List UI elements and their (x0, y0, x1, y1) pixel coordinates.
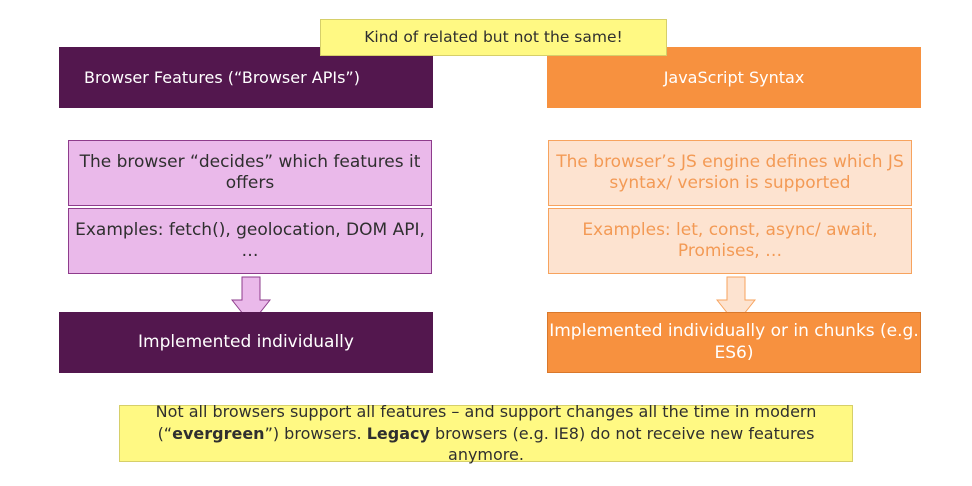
browser-examples-box: Examples: fetch(), geolocation, DOM API,… (68, 208, 432, 274)
js-engine-text: The browser’s JS engine defines which JS… (556, 151, 904, 193)
footer-bold-evergreen: evergreen (172, 423, 265, 443)
browser-decides-text: The browser “decides” which features it … (79, 151, 421, 193)
footer-bold-legacy: Legacy (366, 423, 430, 443)
js-implemented-box: Implemented individually or in chunks (e… (547, 312, 921, 373)
footer-note-text: Not all browsers support all features – … (120, 401, 852, 466)
browser-implemented-text: Implemented individually (138, 331, 354, 352)
callout-note: Kind of related but not the same! (320, 19, 667, 56)
javascript-syntax-header-label: JavaScript Syntax (663, 67, 805, 87)
footer-text-2: ”) browsers. (264, 423, 367, 443)
footer-text-3: browsers (e.g. IE8) do not receive new f… (429, 423, 815, 465)
footer-note: Not all browsers support all features – … (119, 402, 853, 464)
browser-examples-text: Examples: fetch(), geolocation, DOM API,… (75, 219, 425, 261)
footer-text-1: Not all browsers support all features – … (155, 402, 817, 443)
js-examples-box: Examples: let, const, async/ await, Prom… (548, 208, 912, 274)
javascript-syntax-header: JavaScript Syntax (547, 47, 921, 108)
browser-features-header: Browser Features (“Browser APIs”) (59, 47, 433, 108)
js-implemented-text: Implemented individually or in chunks (e… (549, 321, 919, 363)
browser-decides-box: The browser “decides” which features it … (68, 140, 432, 206)
callout-note-text: Kind of related but not the same! (364, 27, 623, 46)
js-examples-text: Examples: let, const, async/ await, Prom… (582, 219, 878, 261)
browser-implemented-box: Implemented individually (59, 312, 433, 373)
browser-features-header-label: Browser Features (“Browser APIs”) (84, 67, 360, 87)
js-engine-box: The browser’s JS engine defines which JS… (548, 140, 912, 206)
